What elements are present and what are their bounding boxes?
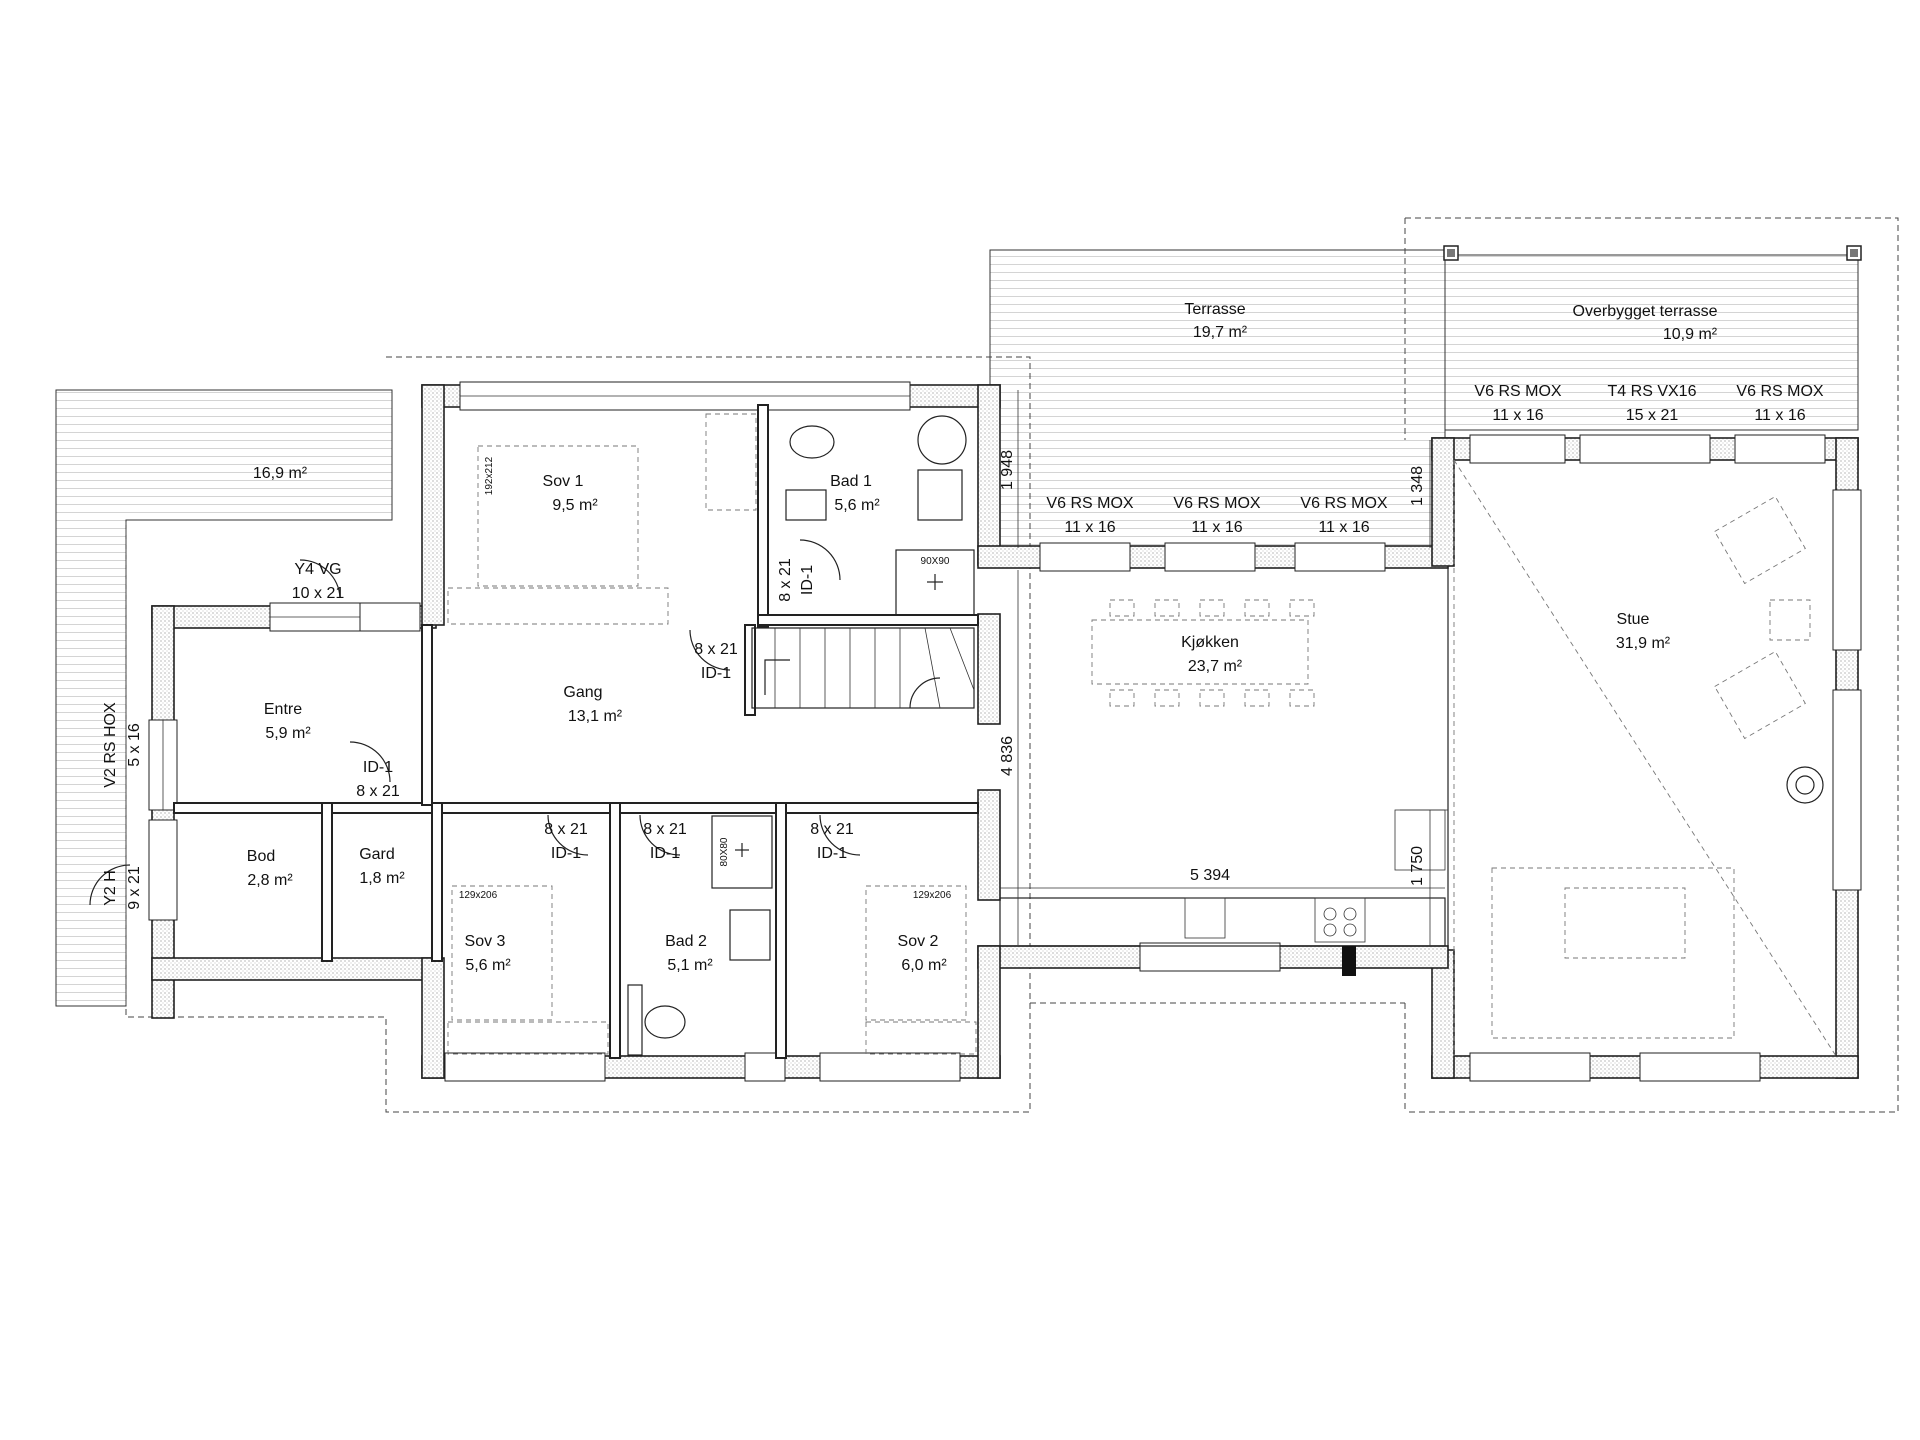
gang-area: 13,1 m²	[568, 708, 623, 725]
window-v2-size: 5 x 16	[126, 723, 143, 767]
sov2-door-type: ID-1	[817, 845, 847, 862]
sov1-area: 9,5 m²	[552, 497, 598, 514]
fixture-labels: 90X90 80X80 192x212 129x206 129x206	[459, 456, 952, 901]
bod-name: Bod	[247, 848, 275, 865]
gard-area: 1,8 m²	[359, 870, 405, 887]
kjokken-area: 23,7 m²	[1188, 658, 1243, 675]
terrasse-area: 19,7 m²	[1193, 324, 1248, 341]
west-deck	[55, 389, 393, 1007]
dim-5394: 5 394	[1190, 867, 1230, 884]
window-v6-3-type: V6 RS MOX	[1300, 495, 1387, 512]
bad1-door-size: 8 x 21	[777, 558, 794, 602]
entre-name: Entre	[264, 701, 302, 718]
sov1-name: Sov 1	[543, 473, 584, 490]
dim-4836: 4 836	[999, 736, 1016, 776]
window-v6-4-type: V6 RS MOX	[1474, 383, 1561, 400]
dimension-labels: 1 948 1 348 4 836 5 394 1 750	[999, 450, 1426, 886]
window-v6-3-size: 11 x 16	[1318, 519, 1369, 536]
window-y4-size: 10 x 21	[292, 585, 345, 602]
window-v6-2-type: V6 RS MOX	[1173, 495, 1260, 512]
bad1-name: Bad 1	[830, 473, 872, 490]
stair-door-size: 8 x 21	[694, 641, 738, 658]
bad2-door-type: ID-1	[650, 845, 680, 862]
stue-name: Stue	[1617, 611, 1650, 628]
window-y2-type: Y2 H	[102, 870, 119, 906]
sov3-name: Sov 3	[465, 933, 506, 950]
door-swings	[89, 539, 861, 906]
window-y2-size: 9 x 21	[126, 866, 143, 910]
bed-sov1-label: 192x212	[484, 456, 495, 495]
sov3-area: 5,6 m²	[465, 957, 511, 974]
dim-1948: 1 948	[999, 450, 1016, 490]
overbygget-deck	[1443, 245, 1862, 431]
window-v6-1-size: 11 x 16	[1064, 519, 1115, 536]
sov2-door-size: 8 x 21	[810, 821, 854, 838]
sov3-door-type: ID-1	[551, 845, 581, 862]
window-labels: V6 RS MOX 11 x 16 V6 RS MOX 11 x 16 V6 R…	[102, 383, 1824, 910]
bathroom-fixtures	[627, 415, 975, 1056]
window-openings	[148, 381, 1862, 1082]
dim-1750: 1 750	[1409, 846, 1426, 886]
bad2-door-size: 8 x 21	[643, 821, 687, 838]
stue-area: 31,9 m²	[1616, 635, 1671, 652]
shower2-label: 80X80	[719, 837, 730, 866]
sov2-area: 6,0 m²	[901, 957, 947, 974]
roof-outline	[125, 217, 1899, 1113]
door-labels: 8 x 21 ID-1 8 x 21 ID-1 ID-1 8 x 21 8 x …	[356, 558, 854, 862]
window-v6-4-size: 11 x 16	[1492, 407, 1543, 424]
window-v6-5-type: V6 RS MOX	[1736, 383, 1823, 400]
interior-walls	[173, 404, 1449, 1059]
shower1-label: 90X90	[921, 556, 950, 567]
sov3-door-size: 8 x 21	[544, 821, 588, 838]
dimension-lines	[1000, 390, 1445, 946]
window-v2-type: V2 RS HOX	[102, 702, 119, 788]
overbygget-area: 10,9 m²	[1663, 326, 1718, 343]
kjokken-name: Kjøkken	[1181, 634, 1239, 651]
dim-1348: 1 348	[1409, 466, 1426, 506]
west-deck-area: 16,9 m²	[253, 465, 308, 482]
bad1-door-type: ID-1	[799, 565, 816, 595]
terrasse-name: Terrasse	[1184, 301, 1245, 318]
gard-door-size: 8 x 21	[356, 783, 400, 800]
window-v6-5-size: 11 x 16	[1754, 407, 1805, 424]
gard-name: Gard	[359, 846, 395, 863]
window-t4-size: 15 x 21	[1626, 407, 1679, 424]
stair-door-type: ID-1	[701, 665, 731, 682]
bad2-name: Bad 2	[665, 933, 707, 950]
bed-sov3-label: 129x206	[459, 890, 498, 901]
staircase	[751, 627, 975, 709]
window-v6-1-type: V6 RS MOX	[1046, 495, 1133, 512]
window-t4-type: T4 RS VX16	[1608, 383, 1697, 400]
overbygget-name: Overbygget terrasse	[1573, 303, 1718, 320]
room-labels: Terrasse 19,7 m² Overbygget terrasse 10,…	[247, 301, 1718, 974]
entre-area: 5,9 m²	[265, 725, 311, 742]
gang-name: Gang	[563, 684, 602, 701]
bod-area: 2,8 m²	[247, 872, 293, 889]
gard-door-type: ID-1	[363, 759, 393, 776]
bad2-area: 5,1 m²	[667, 957, 713, 974]
window-y4-type: Y4 VG	[294, 561, 341, 578]
bed-sov2-label: 129x206	[913, 890, 952, 901]
sov2-name: Sov 2	[898, 933, 939, 950]
bad1-area: 5,6 m²	[834, 497, 880, 514]
furniture	[447, 413, 1837, 1057]
window-v6-2-size: 11 x 16	[1191, 519, 1242, 536]
